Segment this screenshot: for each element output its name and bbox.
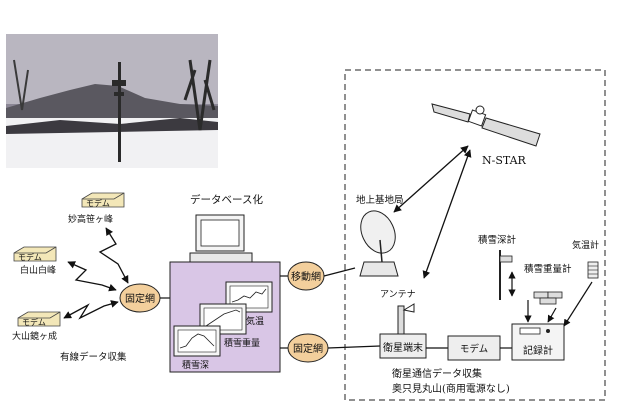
satellite-collection-caption: 衛星通信データ収集	[392, 367, 482, 380]
weather-station-photo	[6, 34, 218, 168]
snow-weight-gauge-label: 積雪重量計	[524, 263, 572, 275]
satellite-icon	[431, 103, 541, 147]
site-name-caption: 奥只見丸山(商用電源なし)	[392, 382, 510, 395]
remote-modem-label: モデム	[460, 343, 488, 355]
modem-label: モデム	[18, 252, 42, 262]
fixed-net-left-label: 固定網	[125, 292, 155, 305]
site-label-daisen: 大山鏡ヶ成	[12, 330, 57, 342]
wired-collection-caption: 有線データ収集	[60, 351, 127, 363]
ground-station-dish-icon	[359, 210, 399, 277]
remote-site-region	[344, 69, 606, 401]
antenna-icon	[397, 303, 415, 335]
modem-label: モデム	[86, 198, 110, 208]
link-ground-satellite	[393, 145, 469, 213]
snow-depth-gauge-label: 積雪深計	[478, 234, 517, 246]
snow-depth-gauge-icon	[499, 250, 513, 300]
data-logger: 記録計	[511, 323, 565, 361]
database-title: データベース化	[190, 193, 263, 206]
remote-modem: モデム	[447, 335, 501, 361]
modem-label: モデム	[22, 317, 46, 327]
site-label-myoko: 妙高笹ヶ峰	[68, 213, 113, 225]
modem-site-1: モデム 妙高笹ヶ峰	[68, 192, 125, 225]
database-computer	[189, 214, 253, 264]
link-line	[323, 267, 356, 277]
sensor-link-arrows	[508, 271, 593, 327]
thermometer-label: 気温計	[572, 239, 599, 251]
ground-station-label: 地上基地局	[356, 194, 404, 206]
satellite-terminal: 衛星端末	[379, 333, 427, 359]
panel-label-snow-depth: 積雪深	[182, 359, 209, 371]
fixed-net-left-node: 固定網	[119, 283, 161, 313]
modem-site-2: モデム 白山白峰	[13, 246, 57, 276]
modem-site-3: モデム 大山鏡ヶ成	[12, 311, 61, 342]
snow-weight-gauge-icon	[533, 291, 563, 305]
fixed-net-center-label: 固定網	[293, 342, 323, 355]
mobile-net-label: 移動網	[291, 270, 321, 283]
satellite-name: N-STAR	[482, 154, 527, 167]
thermometer-shelter-icon	[587, 261, 599, 279]
logger-label: 記録計	[523, 344, 553, 357]
panel-label-snow-weight: 積雪重量	[224, 337, 260, 349]
terminal-label: 衛星端末	[383, 341, 423, 354]
link-satellite-antenna	[422, 149, 472, 279]
chart-window-snow-depth	[173, 325, 221, 357]
fixed-net-center-node: 固定網	[287, 333, 329, 363]
antenna-label: アンテナ	[380, 289, 416, 300]
link-line	[327, 345, 381, 349]
site-label-hakusan: 白山白峰	[20, 264, 56, 276]
mobile-net-node: 移動網	[287, 261, 325, 291]
wired-link-lines	[63, 227, 129, 320]
panel-label-temperature: 気温	[246, 315, 264, 327]
